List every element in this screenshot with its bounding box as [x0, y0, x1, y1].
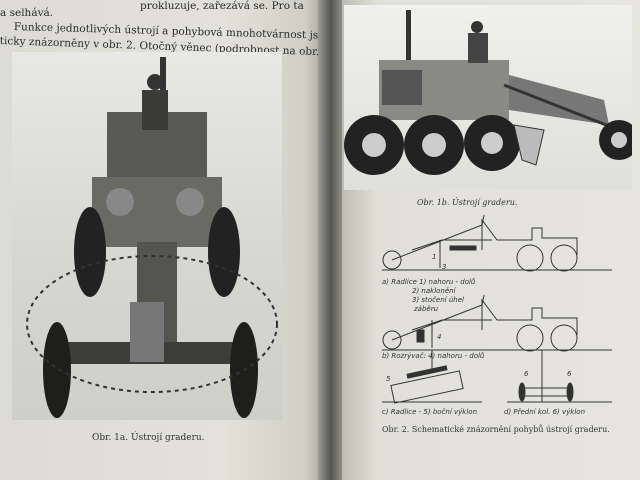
diagram-label-a4: záběru: [414, 305, 439, 313]
grader-side-photo: [344, 5, 632, 190]
text-line: a selhává.: [0, 7, 54, 19]
grader-front-photo: [12, 52, 282, 420]
label-number: 1: [432, 253, 437, 261]
left-page: prokluzuje, zařezává se. Pro ta a selháv…: [0, 0, 380, 480]
label-number: 3: [442, 263, 447, 271]
diagram-label-a2: 2) naklonění: [412, 287, 456, 295]
diagram-label-a3: 3) stočení úhel: [412, 296, 464, 304]
right-page: Obr. 1b. Ústrojí graderu. 1 3 a) Radlice…: [342, 0, 640, 480]
figure-caption-2: Obr. 2. Schematické znázornění pohybů ús…: [382, 425, 610, 434]
label-number: 6: [524, 370, 529, 378]
figure-caption-1b: Obr. 1b. Ústrojí graderu.: [417, 198, 518, 207]
label-number: 5: [386, 375, 391, 383]
figure-caption-1a: Obr. 1a. Ústrojí graderu.: [92, 433, 205, 443]
diagram-label-c: c) Radlice - 5) boční výklon: [382, 408, 478, 416]
diagram-label-b: b) Rozrývač: 4) nahoru - dolů: [382, 352, 485, 360]
schematic-diagram: [382, 214, 612, 404]
label-number: 6: [567, 370, 572, 378]
book-gutter: [318, 0, 344, 480]
diagram-label-d: d) Přední kol. 6) výklon: [504, 408, 585, 416]
text-partial-top: prokluzuje, zařezává se. Pro ta: [140, 0, 304, 12]
label-number: 4: [437, 333, 442, 341]
diagram-label-a: a) Radlice 1) nahoru - dolů: [382, 278, 476, 286]
